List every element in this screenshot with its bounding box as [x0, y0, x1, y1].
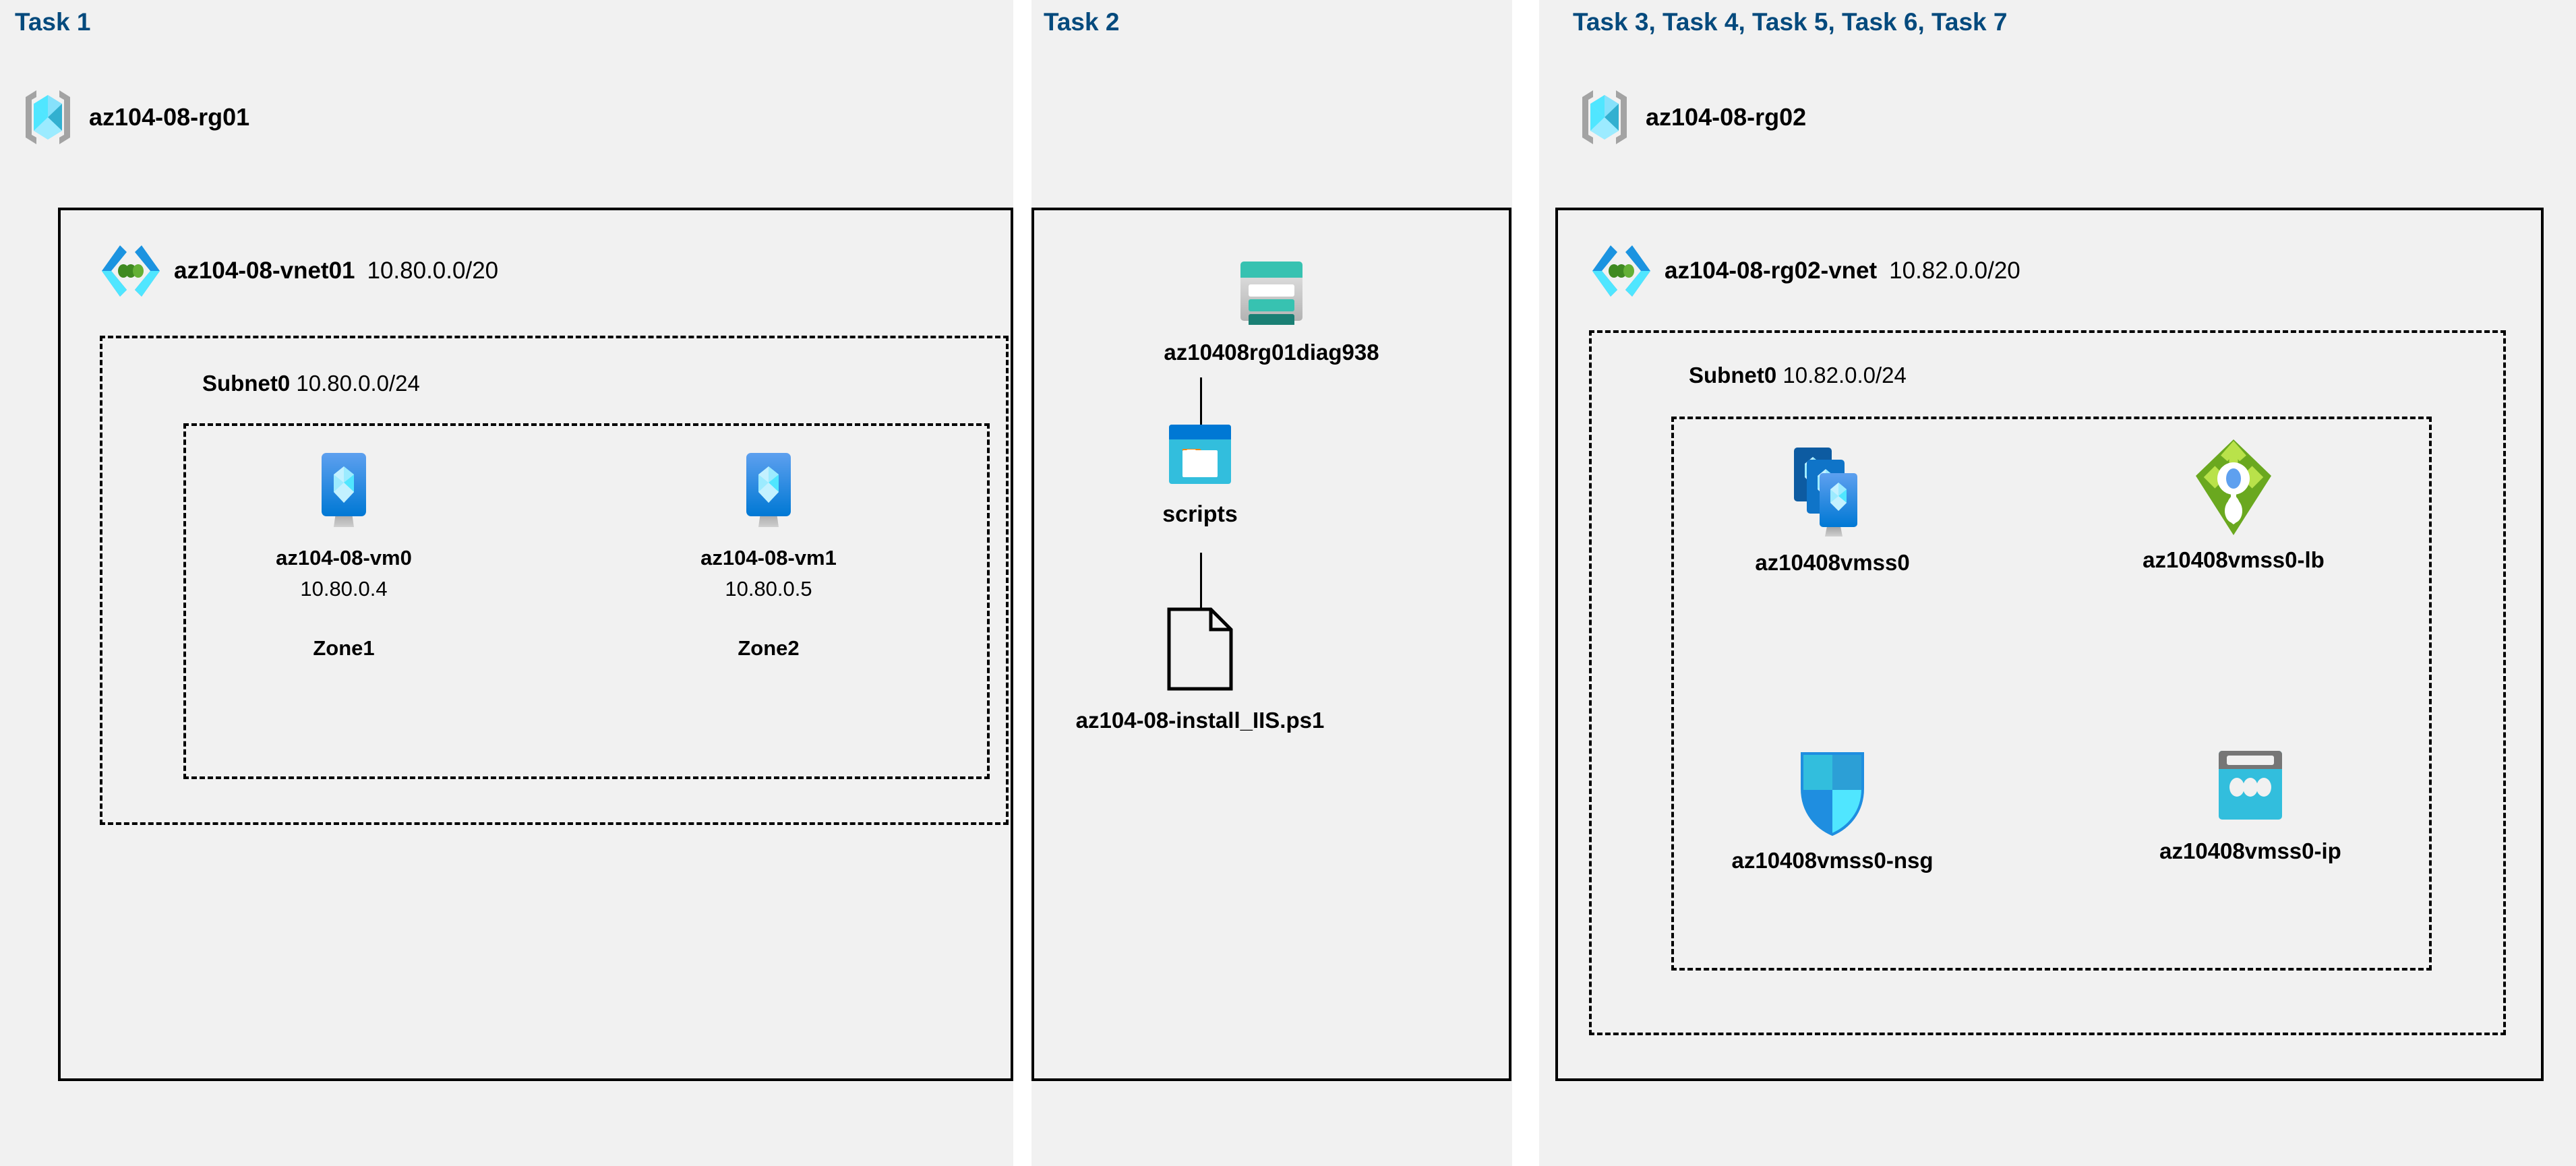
public-ip-label: az10408vmss0-ip [2159, 838, 2341, 863]
task3-vnet-name: az104-08-rg02-vnet [1665, 257, 1878, 284]
load-balancer-label: az10408vmss0-lb [2143, 547, 2325, 572]
vmss-node[interactable]: az10408vmss0 [1721, 445, 1944, 576]
task1-heading: Task 1 [15, 8, 91, 36]
task1-vnet-box [58, 208, 1013, 1081]
task3-heading: Task 3, Task 4, Task 5, Task 6, Task 7 [1573, 8, 2008, 36]
script-file-label: az104-08-install_IIS.ps1 [1075, 708, 1325, 733]
vm-ip: 10.80.0.4 [300, 577, 388, 601]
blob-container-label: scripts [1162, 501, 1238, 527]
public-ip-node[interactable]: az10408vmss0-ip [2132, 748, 2368, 864]
vm-zone: Zone2 [738, 636, 800, 660]
vmss-label: az10408vmss0 [1755, 550, 1910, 575]
task3-resource-group-label: az104-08-rg02 [1646, 103, 1807, 131]
nsg-node[interactable]: az10408vmss0-nsg [1694, 748, 1971, 873]
connector-container-to-file [1200, 553, 1202, 608]
load-balancer-node[interactable]: az10408vmss0-lb [2105, 438, 2362, 573]
storage-account-label: az10408rg01diag938 [1164, 340, 1379, 365]
task3-vnet-cidr: 10.82.0.0/20 [1889, 257, 2020, 284]
vm-ip: 10.80.0.5 [725, 577, 812, 601]
vm-zone: Zone1 [313, 636, 375, 660]
blob-container-node[interactable]: scripts [1146, 423, 1254, 528]
task1-subnet-cidr: 10.80.0.0/24 [296, 371, 420, 396]
task3-resource-group: az104-08-rg02 [1578, 86, 1806, 148]
network-security-group-icon [1795, 748, 1869, 837]
load-balancer-icon [2190, 438, 2277, 536]
file-icon [1165, 607, 1235, 692]
task3-subnet-box [1589, 330, 2506, 1035]
task2-panel: Task 2 az10408rg01diag938 [1031, 0, 1512, 1166]
task3-subnet-cidr: 10.82.0.0/24 [1783, 363, 1907, 388]
task2-content-box [1031, 208, 1511, 1081]
virtual-machine-icon [731, 452, 806, 534]
resource-group-icon [22, 86, 74, 148]
vm-node-az104-08-vm0[interactable]: az104-08-vm0 10.80.0.4 Zone1 [249, 452, 438, 661]
resource-group-icon [1578, 86, 1631, 148]
blob-container-icon [1168, 423, 1232, 487]
vm-node-az104-08-vm1[interactable]: az104-08-vm1 10.80.0.5 Zone2 [674, 452, 863, 661]
vm-scale-set-icon [1789, 445, 1876, 539]
task3-vnet-header: az104-08-rg02-vnet 10.82.0.0/20 [1590, 243, 2020, 299]
task2-heading: Task 2 [1044, 8, 1120, 36]
task1-subnet-header: Subnet0 10.80.0.0/24 [202, 371, 420, 396]
task1-vnet-cidr: 10.80.0.0/20 [367, 257, 499, 284]
task3-subnet-header: Subnet0 10.82.0.0/24 [1689, 363, 1907, 388]
task1-subnet-name: Subnet0 [202, 371, 291, 396]
task1-vm-group-box [183, 423, 990, 779]
virtual-network-icon [1590, 243, 1652, 299]
nsg-label: az10408vmss0-nsg [1731, 848, 1934, 873]
task3-vnet-box [1555, 208, 2544, 1081]
task1-resource-group: az104-08-rg01 [22, 86, 249, 148]
script-file-node[interactable]: az104-08-install_IIS.ps1 [1076, 607, 1324, 733]
storage-account-node[interactable]: az10408rg01diag938 [1157, 257, 1386, 365]
connector-storage-to-container [1200, 377, 1202, 426]
vm-label: az104-08-vm0 [276, 546, 412, 570]
task1-vnet-header: az104-08-vnet01 10.80.0.0/20 [100, 243, 498, 299]
task1-subnet-box [100, 336, 1009, 825]
virtual-machine-icon [307, 452, 381, 534]
task1-panel: Task 1 az104-08-rg01 [0, 0, 1013, 1166]
task3-subnet-name: Subnet0 [1689, 363, 1777, 388]
storage-account-icon [1238, 257, 1305, 326]
task3-resource-group-box [1671, 417, 2432, 971]
virtual-network-icon [100, 243, 162, 299]
vm-label: az104-08-vm1 [700, 546, 837, 570]
task3-panel: Task 3, Task 4, Task 5, Task 6, Task 7 a… [1539, 0, 2576, 1166]
task1-resource-group-label: az104-08-rg01 [89, 103, 250, 131]
task1-vnet-name: az104-08-vnet01 [174, 257, 355, 284]
public-ip-address-icon [2216, 748, 2285, 828]
